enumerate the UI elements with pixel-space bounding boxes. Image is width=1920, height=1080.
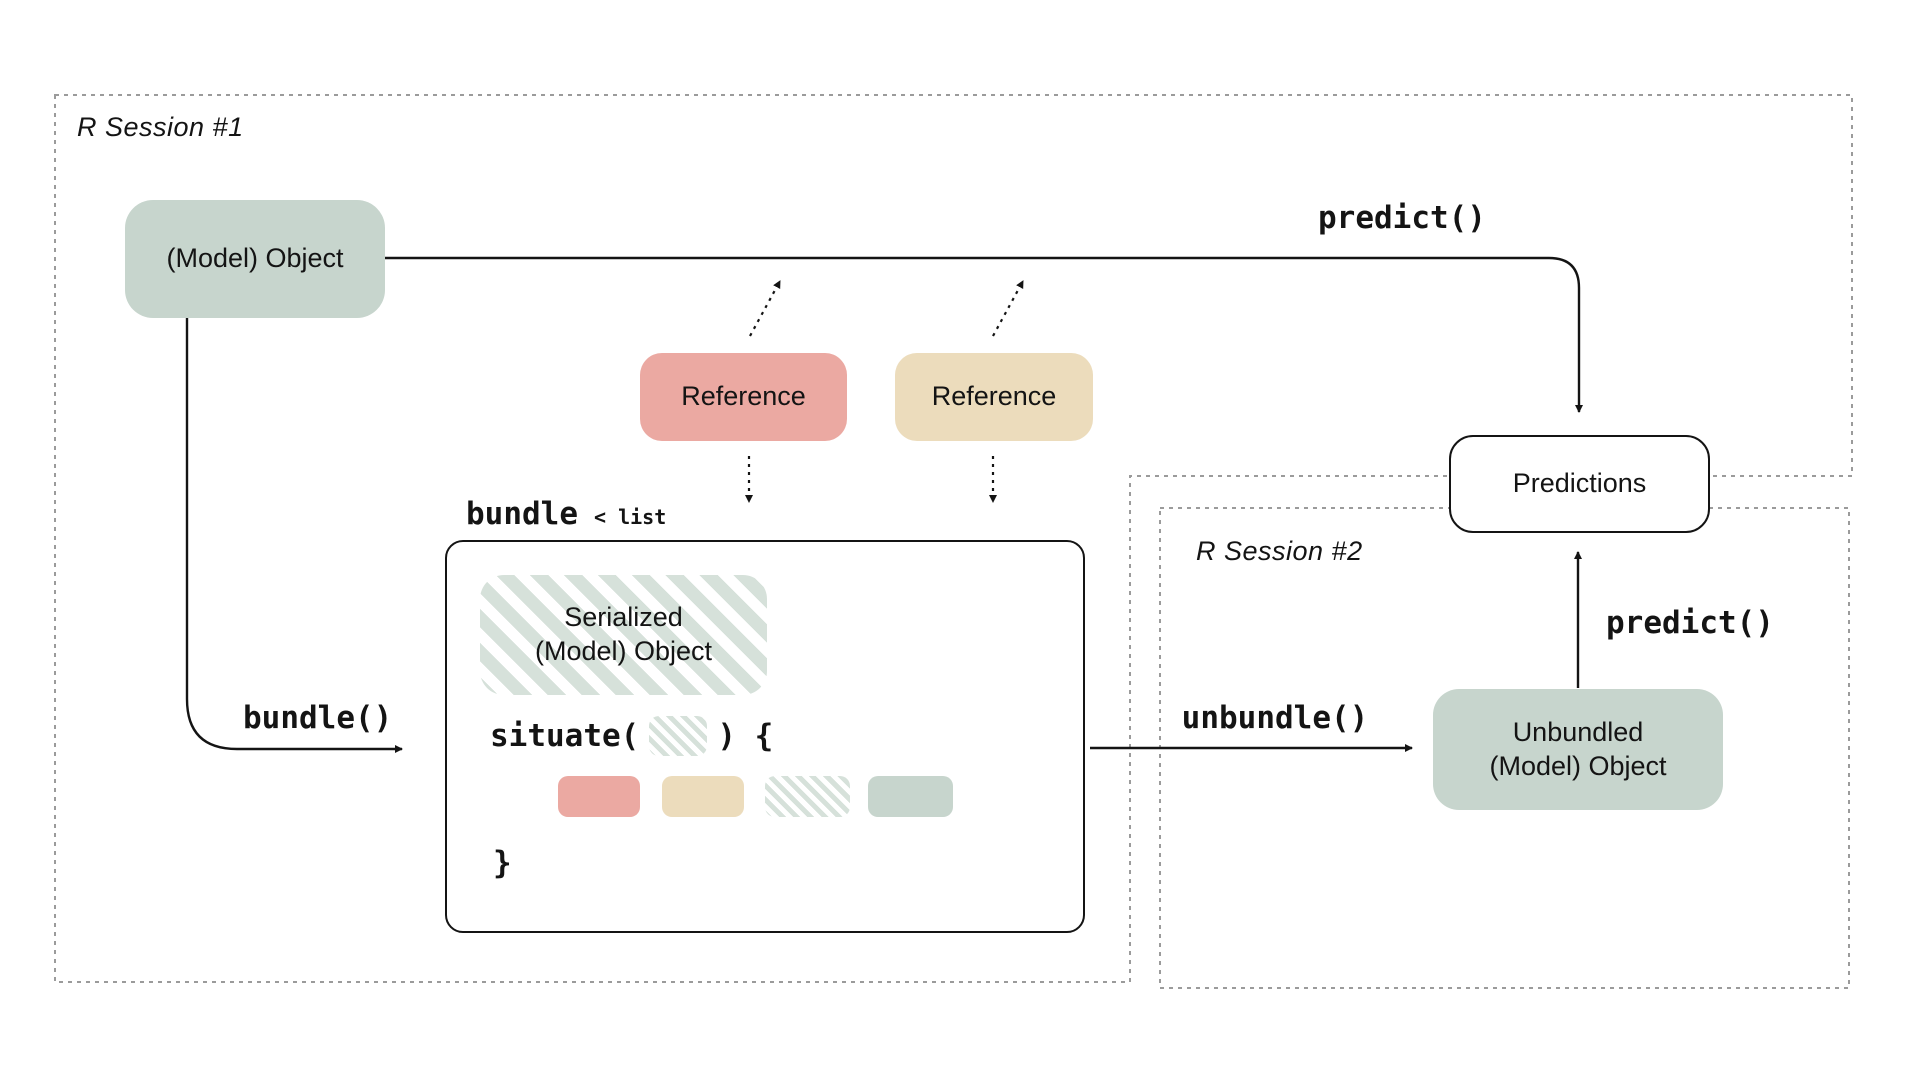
serialized-object-label: Serialized (Model) Object — [535, 601, 712, 669]
serialized-line1: Serialized — [564, 602, 683, 633]
reference-pink-node: Reference — [640, 353, 847, 441]
situate-arg-chip — [649, 716, 708, 756]
reference-beige-node: Reference — [895, 353, 1093, 441]
predict-top-label: predict() — [1318, 200, 1486, 236]
bundle-title: bundle < list — [466, 496, 666, 532]
bundle-title-annotation: < list — [593, 505, 667, 529]
situate-close: ) { — [717, 718, 774, 754]
serialized-line2: (Model) Object — [534, 636, 713, 666]
chip-pink — [558, 776, 640, 817]
session1-label: R Session #1 — [77, 112, 244, 142]
model-object-node: (Model) Object — [125, 200, 385, 318]
predictions-node: Predictions — [1449, 435, 1710, 533]
predict-bottom-label: predict() — [1606, 605, 1774, 641]
chip-beige — [662, 776, 744, 817]
unbundled-line1: Unbundled — [1512, 716, 1644, 747]
predictions-label: Predictions — [1512, 468, 1647, 499]
chip-striped — [765, 776, 850, 817]
unbundled-object-label: Unbundled (Model) Object — [1489, 716, 1666, 784]
reference-beige-up-arrow — [992, 280, 1024, 337]
situate-row: situate( ) { — [490, 712, 773, 760]
situate-open: situate( — [490, 718, 640, 754]
bundle-line — [185, 318, 403, 753]
reference-beige-label: Reference — [931, 381, 1057, 412]
unbundled-line2: (Model) Object — [1489, 750, 1667, 781]
bundle-title-name: bundle — [466, 496, 578, 532]
serialized-object-node: Serialized (Model) Object — [480, 575, 767, 695]
bundle-edge-label: bundle() — [243, 700, 393, 736]
situate-closing-brace: } — [493, 845, 512, 881]
session1-border — [54, 94, 1853, 983]
predict-top-line — [385, 256, 1583, 413]
reference-pink-up-arrow — [749, 280, 781, 337]
model-object-label: (Model) Object — [166, 243, 344, 274]
unbundle-edge-label: unbundle() — [1181, 700, 1369, 736]
reference-pink-label: Reference — [681, 381, 806, 412]
session2-label: R Session #2 — [1196, 536, 1363, 566]
unbundled-object-node: Unbundled (Model) Object — [1433, 689, 1723, 810]
chip-sage — [868, 776, 953, 817]
